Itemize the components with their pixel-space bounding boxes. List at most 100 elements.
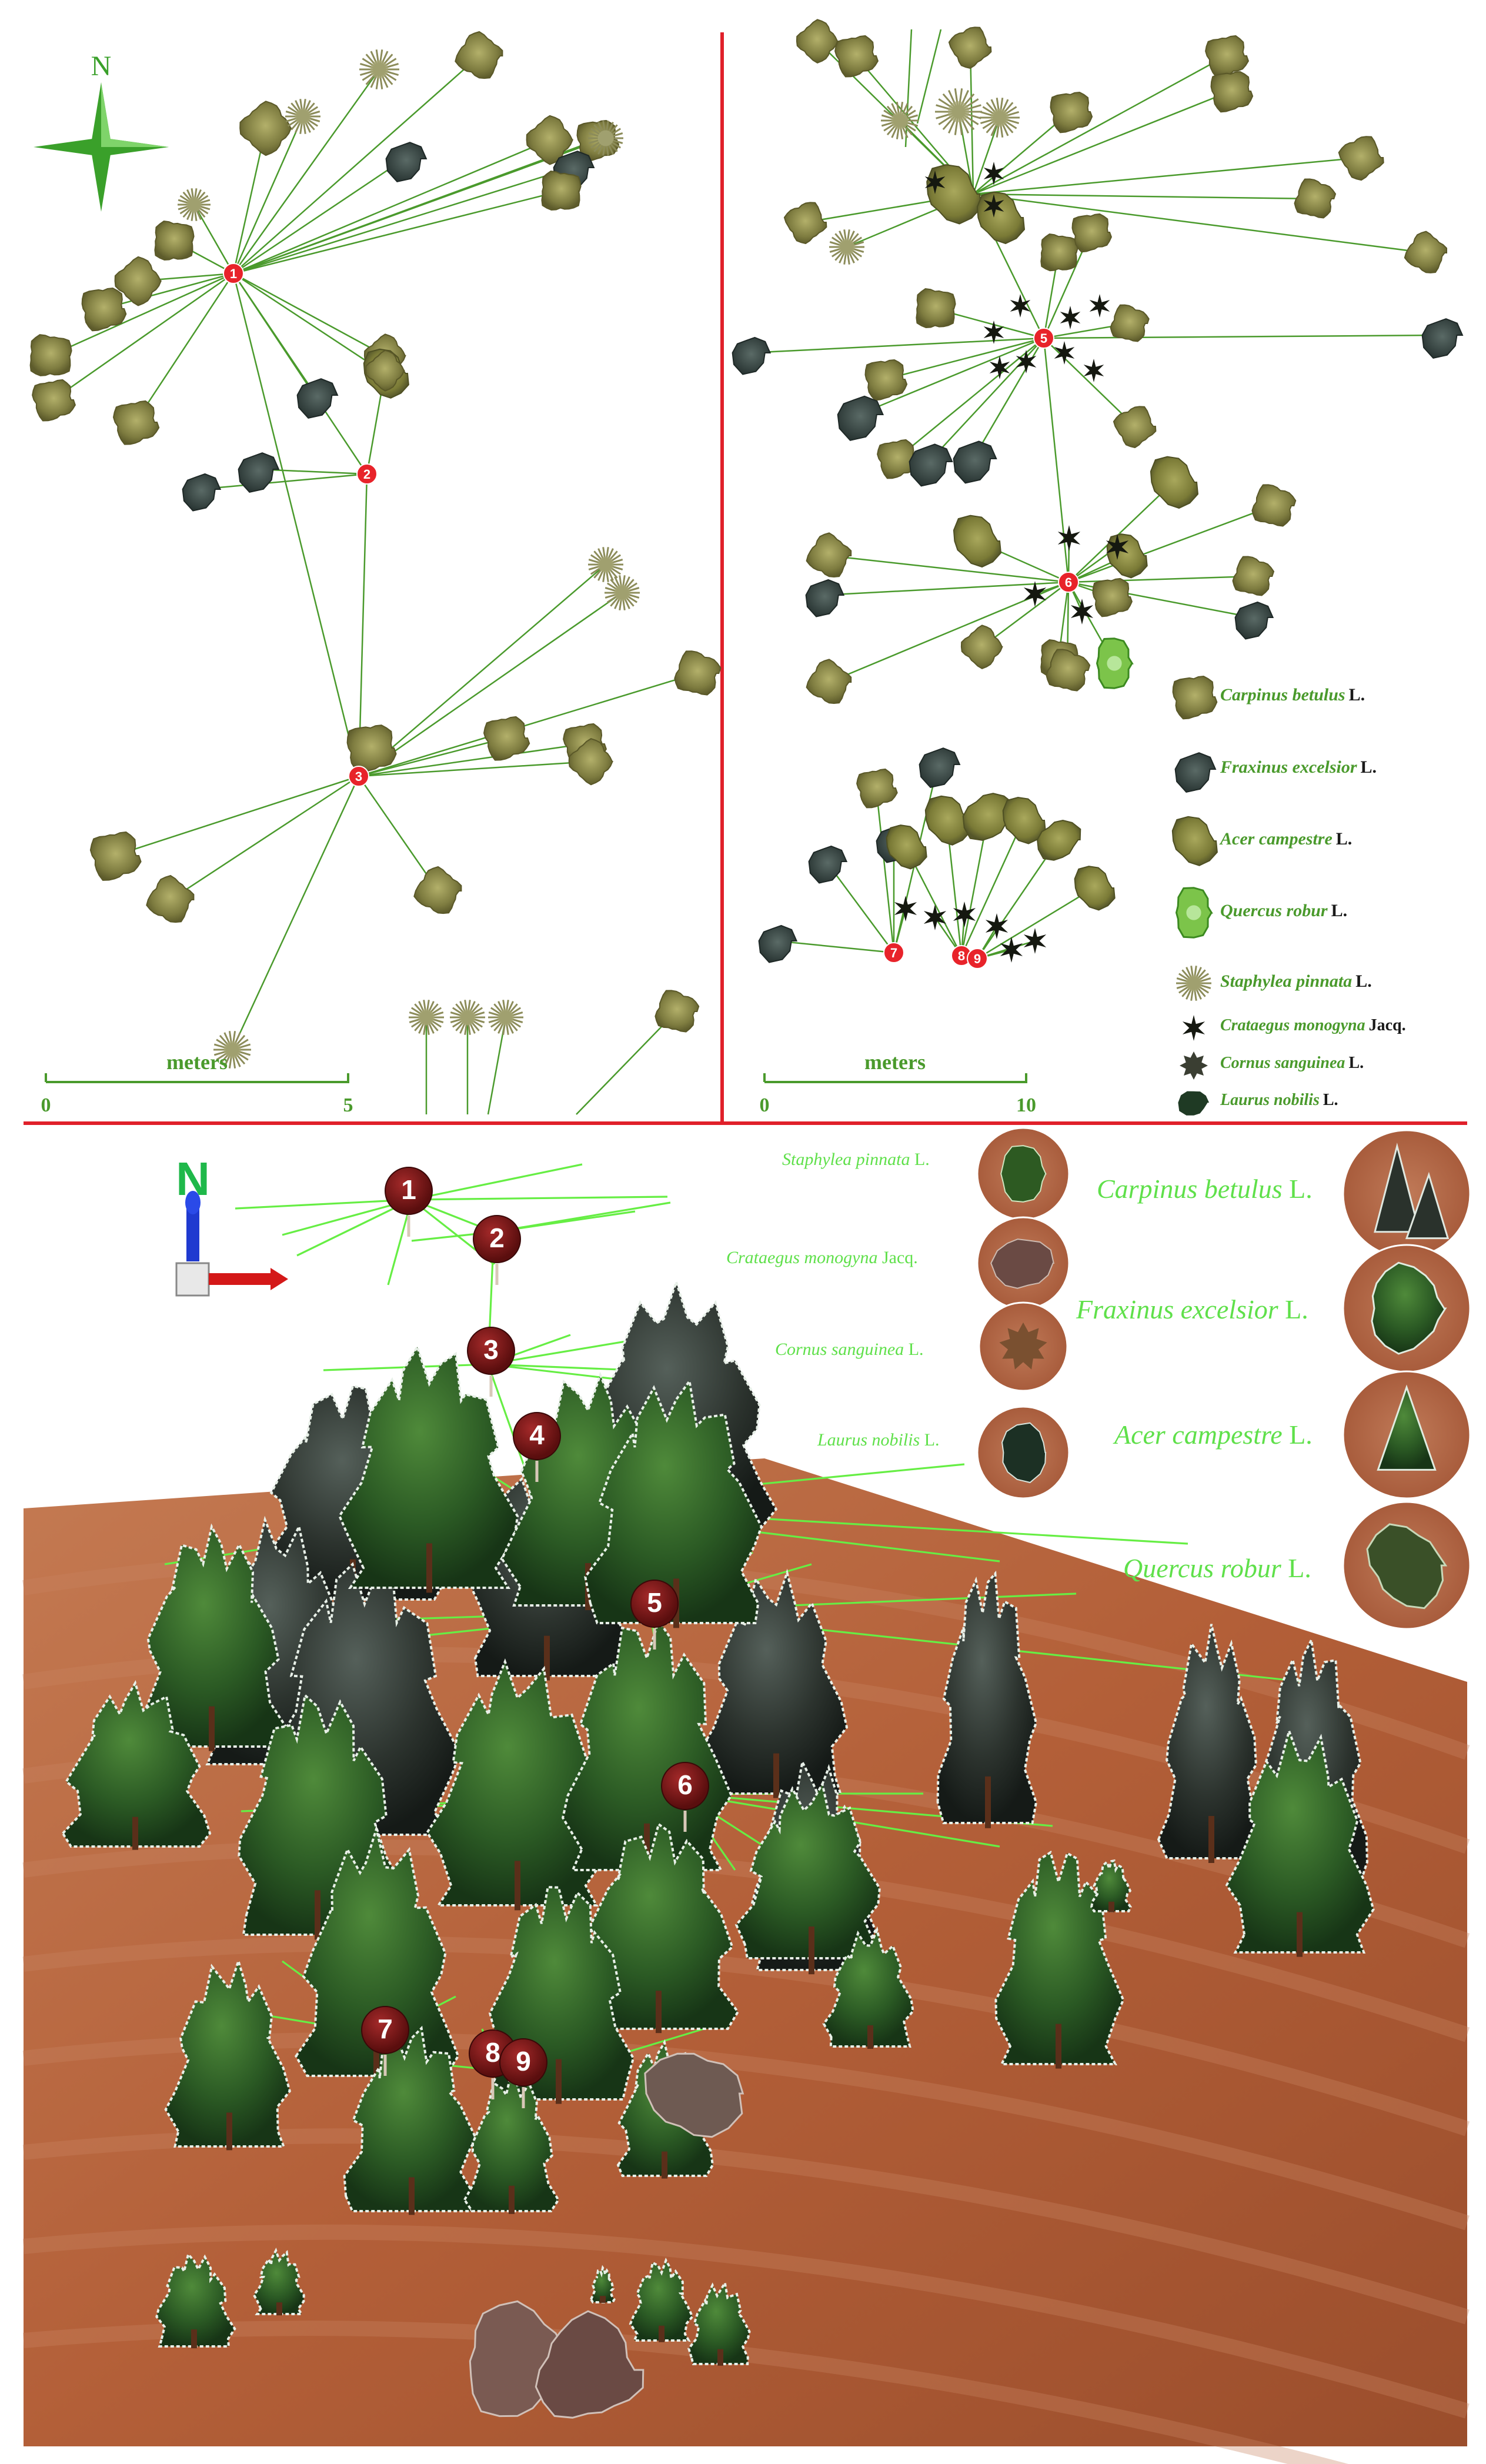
legend-species-author: L. (1348, 1054, 1364, 1072)
fraxinus-icon (919, 747, 961, 789)
carpinus-icon (89, 831, 142, 881)
scale-bar (45, 1073, 349, 1083)
acer-icon (1150, 456, 1199, 509)
fraxinus-icon (385, 142, 428, 183)
tree-trunk (276, 2302, 282, 2316)
point-marker-label: 2 (363, 467, 370, 482)
species-label-author: L. (1282, 1174, 1313, 1204)
carpinus-icon (568, 737, 614, 786)
marker-3d-5 (630, 1580, 679, 1628)
carpinus-icon (1113, 406, 1157, 449)
carpinus-icon (1210, 71, 1254, 113)
species-label-name: Crataegus monogyna (726, 1248, 878, 1267)
scale-label: meters (166, 1050, 228, 1074)
carpinus-icon (783, 202, 827, 245)
staphylea-icon (588, 547, 623, 582)
legend-species-author: L. (1355, 971, 1372, 991)
carpinus-icon (483, 716, 530, 761)
tree-crown (936, 1570, 1038, 1824)
marker-3d-label: 5 (647, 1587, 662, 1618)
link-line (232, 69, 380, 274)
staphylea-icon-core (186, 197, 202, 212)
species-sample (1366, 1523, 1448, 1610)
tree-trunk (985, 1776, 991, 1828)
staphylea-icon (1176, 966, 1211, 1001)
marker-3d-label: 4 (529, 1420, 545, 1450)
tree-3d (1090, 1859, 1132, 1912)
tree-trunk (426, 1543, 432, 1593)
tree-crown (699, 1568, 849, 1795)
staphylea-icon (450, 1000, 485, 1035)
tree-crown (338, 1344, 519, 1589)
tree-trunk (600, 2296, 606, 2303)
link-line (233, 190, 561, 275)
quercus-icon-core (1107, 656, 1122, 671)
carpinus-icon (1040, 233, 1078, 272)
tree-3d (343, 2025, 477, 2215)
link-line (825, 861, 895, 953)
tree-crown (155, 2252, 236, 2348)
link-line (916, 29, 942, 124)
axis-north-label: N (176, 1153, 210, 1205)
species-label-name: Quercus robur (1123, 1553, 1281, 1583)
link-line (1043, 338, 1136, 427)
legend-species-author: L. (1360, 757, 1377, 777)
tree-crown (252, 2247, 305, 2315)
carpinus-icon (916, 288, 956, 329)
link-line (102, 272, 234, 310)
link-line (296, 1198, 412, 1257)
fraxinus-icon (909, 443, 953, 487)
point-marker-label: 7 (890, 946, 897, 960)
legend-species-name: Fraxinus excelsior (1220, 757, 1357, 777)
crataegus-icon (1070, 599, 1094, 625)
legend-species-name: Quercus robur (1220, 901, 1328, 920)
carpinus-icon (877, 439, 919, 479)
marker-3d-7 (361, 2006, 409, 2054)
species-sample (1374, 1143, 1421, 1233)
marker-3d-1 (385, 1167, 433, 1215)
crataegus-icon (1000, 937, 1023, 963)
point-marker-2 (356, 463, 378, 485)
carpinus-icon (796, 19, 839, 64)
link-line (1043, 334, 1441, 339)
staphylea-icon-core (839, 239, 855, 255)
link-line (1043, 338, 1070, 583)
tree-3d (133, 1523, 289, 1751)
carpinus-icon (29, 334, 72, 376)
staphylea-icon (588, 121, 623, 156)
point-marker-label: 9 (974, 951, 981, 966)
carpinus-icon (1110, 304, 1150, 342)
crataegus-icon (1182, 1015, 1206, 1041)
tree-crown (164, 1957, 292, 2148)
tree-3d (629, 2257, 694, 2342)
acer-icon (1037, 819, 1081, 861)
species-label-author: L. (910, 1150, 930, 1169)
link-line (411, 1163, 583, 1201)
species-label-name: Acer campestre (1114, 1420, 1283, 1450)
staphylea-icon (285, 99, 320, 134)
tree-trunk (132, 1817, 138, 1850)
staphylea-icon (409, 1000, 444, 1035)
link-line (829, 555, 1069, 583)
species-label-author: L. (920, 1430, 940, 1450)
species-label-author: L. (904, 1340, 924, 1359)
crataegus-icon (1054, 341, 1075, 365)
laurus-icon (1178, 1091, 1210, 1116)
crataegus-icon (985, 913, 1009, 939)
acer-icon (1002, 796, 1046, 844)
carpinus-icon (413, 866, 462, 914)
link-line (232, 273, 368, 475)
link-line (232, 116, 304, 274)
tree-3d (463, 2067, 560, 2214)
species-label-name: Carpinus betulus (1097, 1174, 1283, 1204)
crataegus-icon (924, 171, 946, 194)
link-line (358, 564, 606, 777)
tree-crown (343, 2025, 477, 2212)
point-marker-label: 5 (1040, 331, 1047, 346)
staphylea-icon (935, 88, 982, 135)
carpinus-icon (806, 659, 852, 705)
staphylea-icon-core (948, 101, 969, 122)
